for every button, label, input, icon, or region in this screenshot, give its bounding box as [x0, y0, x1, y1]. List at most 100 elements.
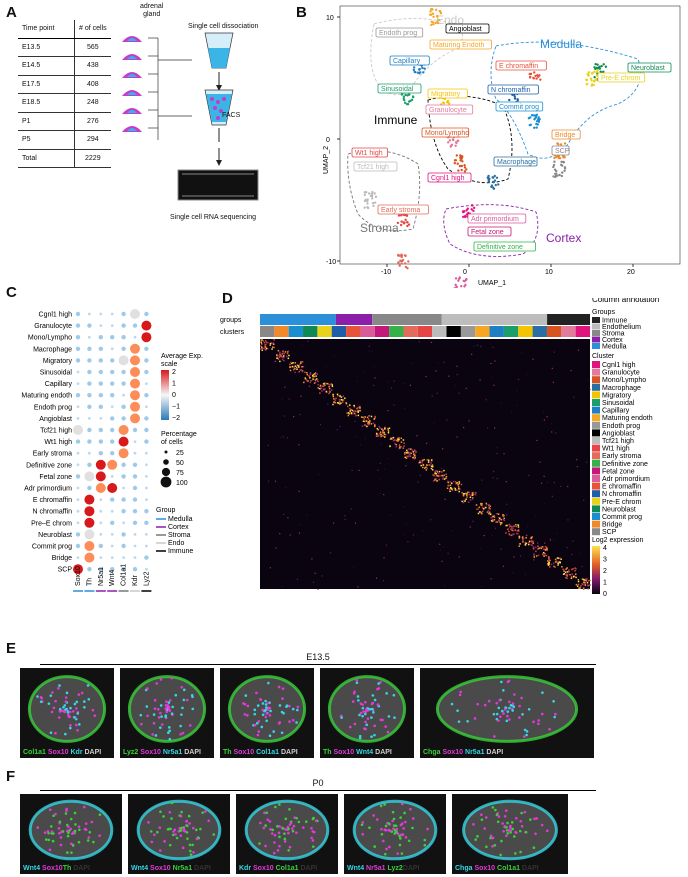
cluster-label-box — [487, 84, 539, 95]
heatmap-cell — [515, 523, 517, 526]
heatmap-cell — [512, 525, 515, 527]
heatmap-cell — [373, 384, 375, 387]
heatmap-cell — [572, 576, 575, 579]
stain-signal — [195, 828, 198, 832]
heatmap-cell — [509, 525, 512, 527]
heatmap-cell — [556, 532, 558, 534]
heatmap-cell — [446, 487, 449, 490]
stain-signal — [400, 822, 404, 825]
heatmap-cell — [273, 339, 275, 341]
heatmap-cell — [582, 587, 585, 590]
heatmap-cell — [336, 393, 339, 396]
stain-channel-label: Sox10 — [231, 749, 255, 756]
heatmap-cell — [449, 490, 451, 493]
heatmap-cell — [328, 387, 331, 390]
dotplot-dot — [118, 355, 129, 366]
heatmap-cell — [453, 480, 455, 483]
heatmap-cell — [508, 532, 511, 535]
umap-cell-point — [363, 199, 367, 203]
stain-signal — [268, 714, 272, 717]
umap-cell-point — [422, 71, 425, 74]
stain-signal — [54, 812, 57, 816]
panel-letter-d: D — [222, 290, 233, 307]
header-time-point: Time point — [18, 20, 75, 39]
stain-signal — [525, 733, 528, 737]
heatmap-cell — [464, 500, 466, 502]
tissue-image — [227, 675, 307, 743]
heatmap-cell — [488, 511, 491, 514]
umap-cell-point — [562, 160, 565, 164]
stain-signal — [192, 850, 195, 854]
stain-signal — [295, 816, 298, 820]
umap-cell-point — [418, 67, 421, 71]
stain-signal — [69, 706, 72, 710]
heatmap-cell — [499, 523, 502, 526]
stain-signal — [181, 706, 184, 710]
heatmap-cell — [387, 381, 389, 383]
heatmap-cell — [386, 552, 388, 554]
stain-signal — [179, 834, 183, 837]
heatmap-cell — [505, 514, 508, 516]
heatmap-cell — [317, 380, 319, 383]
stain-channel-label: Th — [223, 749, 232, 756]
stain-signal — [384, 828, 388, 832]
heatmap-cell — [541, 552, 544, 555]
heatmap-cell — [301, 370, 304, 372]
heatmap-cell — [449, 488, 451, 490]
stain-signal — [399, 837, 402, 840]
heatmap-cell — [379, 492, 381, 494]
umap-cell-point — [436, 15, 439, 18]
stain-signal — [503, 814, 507, 818]
umap-cell-point — [421, 66, 424, 70]
heatmap-cell — [300, 369, 303, 371]
stain-signal — [288, 720, 291, 723]
dotplot-dot — [88, 417, 91, 420]
umap-cell-point — [402, 95, 406, 98]
stain-signal — [261, 708, 264, 712]
stain-signal — [283, 832, 286, 835]
heatmap-cell — [497, 513, 500, 515]
umap-cell-point — [535, 77, 538, 80]
stain-signal — [393, 716, 396, 719]
cluster-label: Wt1 high — [355, 150, 383, 157]
stain-channel-label: Col1a1 — [254, 749, 280, 756]
group-legend-label: Stroma — [168, 532, 191, 539]
heatmap-cell — [380, 443, 382, 445]
stain-signal — [264, 715, 268, 719]
heatmap-cell — [541, 546, 544, 548]
stain-signal — [83, 705, 86, 709]
cluster-legend-swatch — [592, 361, 600, 368]
stain-signal — [509, 831, 512, 834]
stain-signal — [68, 710, 72, 714]
stain-signal — [506, 680, 510, 684]
stain-signal — [270, 832, 274, 835]
heatmap-cell — [323, 382, 326, 385]
stain-signal — [62, 709, 66, 713]
heatmap-cell — [353, 410, 355, 413]
stain-signal — [266, 818, 270, 821]
stain-signal — [66, 851, 69, 854]
stain-signal — [480, 818, 484, 821]
heatmap-cell — [498, 521, 501, 523]
heatmap-cell — [271, 348, 273, 350]
heatmap-cell — [294, 362, 297, 364]
stain-signal — [87, 836, 91, 839]
heatmap-cell — [535, 555, 538, 557]
umap-cell-point — [439, 12, 443, 15]
dotplot-dot — [75, 393, 81, 398]
dotplot-dot — [145, 498, 148, 501]
stain-signal — [370, 716, 373, 719]
heatmap-cell — [332, 394, 334, 397]
heatmap-cluster-block — [475, 326, 490, 337]
umap-cell-point — [397, 261, 400, 264]
heatmap-cell — [296, 578, 299, 580]
facs-liquid-icon — [206, 94, 232, 122]
stain-signal — [407, 839, 411, 843]
groups-legend-swatch — [592, 323, 600, 330]
heatmap-cell — [437, 362, 439, 364]
stain-signal — [170, 712, 174, 715]
dotplot-dot — [121, 462, 126, 467]
stain-signal — [361, 703, 364, 706]
heatmap-cell — [389, 514, 391, 516]
dotplot-dot — [87, 323, 92, 328]
